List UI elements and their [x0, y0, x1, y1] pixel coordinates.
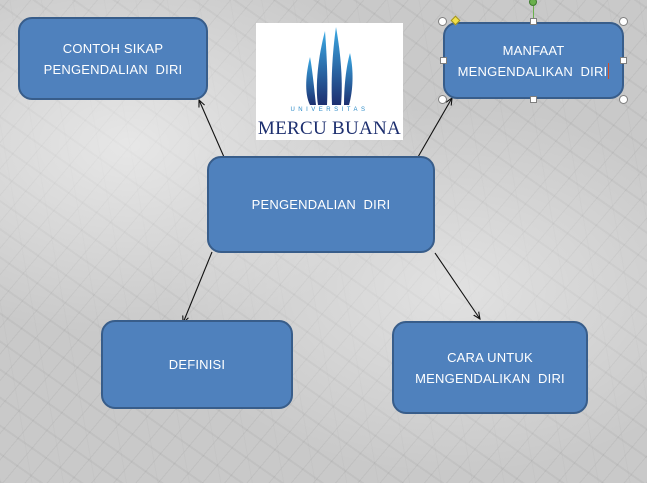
pengendalian-diri-node[interactable]: PENGENDALIAN DIRI [207, 156, 435, 253]
arrow-center-to-contoh [199, 100, 225, 158]
resize-handle-top-left[interactable] [438, 17, 447, 26]
resize-handle-right[interactable] [620, 57, 627, 64]
logo-brand-name: MERCU BUANA [257, 118, 402, 139]
mercu-buana-emblem [306, 27, 353, 105]
resize-handle-bottom[interactable] [530, 96, 537, 103]
cara-untuk-line-1: CARA UNTUK [447, 349, 533, 365]
manfaat-line-2: MENGENDALIKAN DIRI [457, 63, 608, 79]
contoh-sikap-line-1: CONTOH SIKAP [62, 40, 164, 56]
logo-tagline: UNIVERSITAS [290, 107, 369, 113]
arrow-center-to-manfaat [417, 98, 452, 158]
definisi-label: DEFINISI [168, 357, 226, 372]
arrow-center-to-cara [434, 252, 480, 319]
arrow-center-to-definisi [183, 251, 213, 323]
cara-untuk-line-2: MENGENDALIKAN DIRI [415, 370, 565, 386]
resize-handle-top-right[interactable] [619, 17, 628, 26]
rotation-stem [533, 6, 534, 18]
manfaat-node[interactable]: MANFAAT MENGENDALIKAN DIRI [443, 22, 624, 99]
resize-handle-bottom-right[interactable] [619, 95, 628, 104]
cara-untuk-node[interactable]: CARA UNTUK MENGENDALIKAN DIRI [392, 321, 588, 414]
mercu-buana-logo: UNIVERSITAS MERCU BUANA [256, 23, 403, 140]
resize-handle-top[interactable] [530, 18, 537, 25]
center-node-label: PENGENDALIAN DIRI [251, 197, 391, 212]
contoh-sikap-line-2: PENGENDALIAN DIRI [43, 61, 183, 77]
contoh-sikap-node[interactable]: CONTOH SIKAP PENGENDALIAN DIRI [18, 17, 208, 100]
resize-handle-bottom-left[interactable] [438, 95, 447, 104]
rotation-handle[interactable] [529, 0, 537, 6]
text-cursor [608, 62, 610, 79]
manfaat-line-1: MANFAAT [502, 42, 565, 58]
resize-handle-left[interactable] [440, 57, 447, 64]
definisi-node[interactable]: DEFINISI [101, 320, 293, 409]
